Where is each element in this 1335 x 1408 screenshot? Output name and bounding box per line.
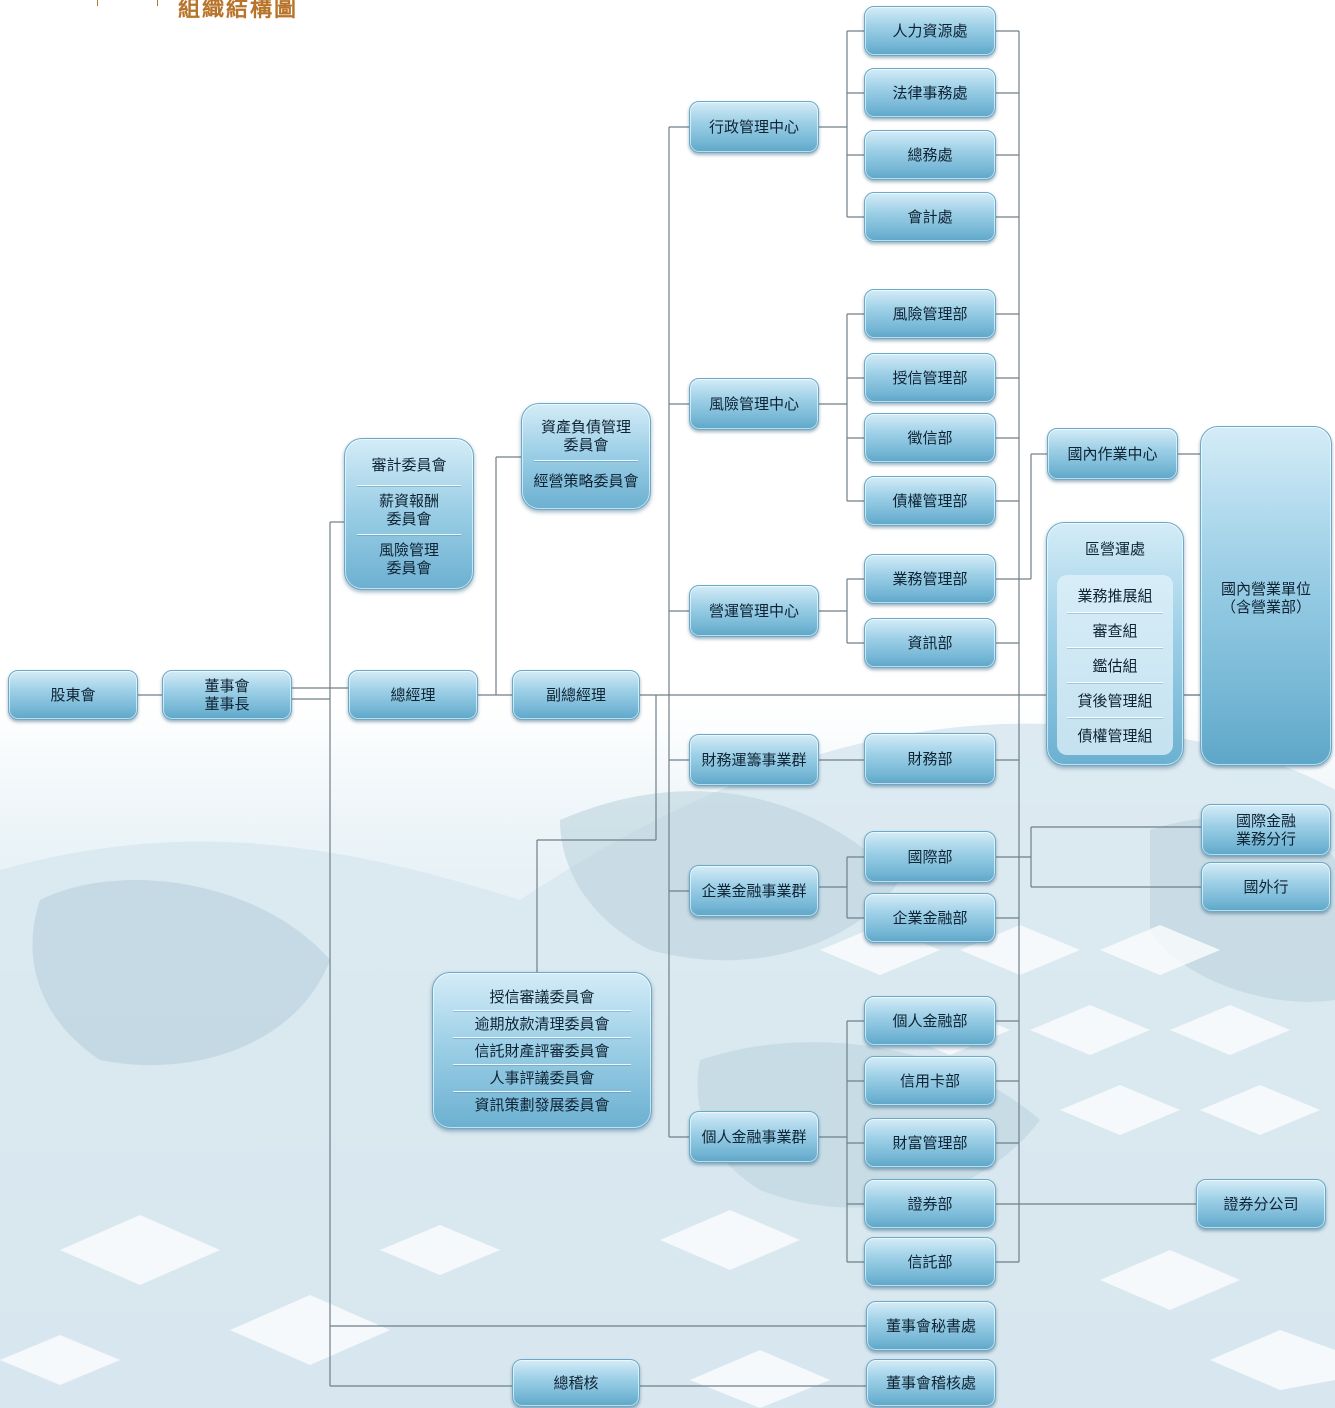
- team-debt-mgmt: 債權管理組: [1077, 726, 1153, 745]
- node-board-chairman: 董事會董事長: [162, 670, 292, 720]
- regional-ops-title: 區營運處: [1084, 540, 1145, 558]
- committee-credit-review: 授信審議委員會: [489, 987, 595, 1006]
- team-review: 審查組: [1092, 621, 1138, 640]
- committee-strategy: 經營策略委員會: [533, 472, 639, 490]
- node-personal-group: 個人金融事業群: [689, 1111, 819, 1163]
- divider: [452, 1036, 632, 1038]
- node-finance-dept: 財務部: [864, 733, 996, 785]
- node-finance-group: 財務運籌事業群: [689, 734, 819, 786]
- node-securities-branch: 證券分公司: [1196, 1179, 1326, 1229]
- node-wealth-dept: 財富管理部: [864, 1118, 996, 1168]
- node-board-audit: 董事會稽核處: [866, 1359, 996, 1407]
- divider: [452, 1063, 632, 1065]
- node-accounting: 會計處: [864, 192, 996, 242]
- group-board-committees: 審計委員會 薪資報酬 委員會 風險管理 委員會: [344, 438, 474, 590]
- node-credit-dept: 授信管理部: [864, 353, 996, 403]
- node-domestic-units: 國內營業單位（含營業部）: [1200, 426, 1332, 766]
- node-trust-dept: 信託部: [864, 1237, 996, 1287]
- node-corp-group: 企業金融事業群: [689, 865, 819, 917]
- header-tick-mark: [97, 0, 98, 6]
- group-mgmt-committees: 授信審議委員會 逾期放款清理委員會 信託財產評審委員會 人事評議委員會 資訊策劃…: [432, 972, 652, 1129]
- divider: [452, 1090, 632, 1092]
- node-ops-center: 營運管理中心: [689, 585, 819, 637]
- committee-personnel: 人事評議委員會: [489, 1068, 595, 1087]
- divider: [1067, 612, 1163, 613]
- node-biz-dept: 業務管理部: [864, 554, 996, 604]
- node-risk-dept: 風險管理部: [864, 289, 996, 339]
- node-it-dept: 資訊部: [864, 618, 996, 668]
- committee-compensation: 薪資報酬 委員會: [378, 492, 439, 528]
- committee-risk: 風險管理 委員會: [378, 541, 439, 577]
- node-risk-center: 風險管理中心: [689, 378, 819, 430]
- node-intl-dept: 國際部: [864, 831, 996, 883]
- team-sales-promotion: 業務推展組: [1077, 586, 1153, 605]
- node-admin-center: 行政管理中心: [689, 101, 819, 153]
- node-svp: 副總經理: [512, 670, 640, 720]
- team-appraisal: 鑑估組: [1092, 656, 1138, 675]
- node-credit-info: 徵信部: [864, 413, 996, 463]
- node-debt-dept: 債權管理部: [864, 476, 996, 526]
- committee-npl: 逾期放款清理委員會: [474, 1014, 610, 1033]
- node-general-affairs: 總務處: [864, 130, 996, 180]
- divider: [356, 534, 462, 535]
- node-domestic-ops-center: 國內作業中心: [1047, 428, 1178, 480]
- divider: [1067, 682, 1163, 683]
- node-corp-dept: 企業金融部: [864, 893, 996, 943]
- header-tick-mark: [157, 0, 158, 6]
- node-board-secretariat: 董事會秘書處: [866, 1301, 996, 1351]
- committee-trust-review: 信託財產評審委員會: [474, 1041, 610, 1060]
- committee-alm: 資產負債管理 委員會: [540, 418, 631, 454]
- committee-it-planning: 資訊策劃發展委員會: [474, 1095, 610, 1114]
- group-alm-committees: 資產負債管理 委員會 經營策略委員會: [521, 403, 651, 510]
- team-post-loan: 貸後管理組: [1077, 691, 1153, 710]
- node-obu-branch: 國際金融業務分行: [1201, 804, 1331, 856]
- node-overseas-branch: 國外行: [1201, 862, 1331, 912]
- node-president: 總經理: [348, 670, 478, 720]
- node-shareholders: 股東會: [8, 670, 138, 720]
- node-card-dept: 信用卡部: [864, 1056, 996, 1106]
- page-title: 組織結構圖: [178, 0, 299, 22]
- divider: [452, 1009, 632, 1011]
- node-chief-auditor: 總稽核: [512, 1359, 640, 1407]
- divider: [1067, 647, 1163, 648]
- node-personal-dept: 個人金融部: [864, 996, 996, 1046]
- node-securities-dept: 證券部: [864, 1179, 996, 1229]
- committee-audit: 審計委員會: [371, 456, 447, 474]
- regional-teams-panel: 業務推展組 審查組 鑑估組 貸後管理組 債權管理組: [1057, 575, 1173, 755]
- divider: [533, 460, 639, 461]
- node-hr: 人力資源處: [864, 6, 996, 56]
- node-legal: 法律事務處: [864, 68, 996, 118]
- divider: [356, 485, 462, 486]
- divider: [1067, 717, 1163, 718]
